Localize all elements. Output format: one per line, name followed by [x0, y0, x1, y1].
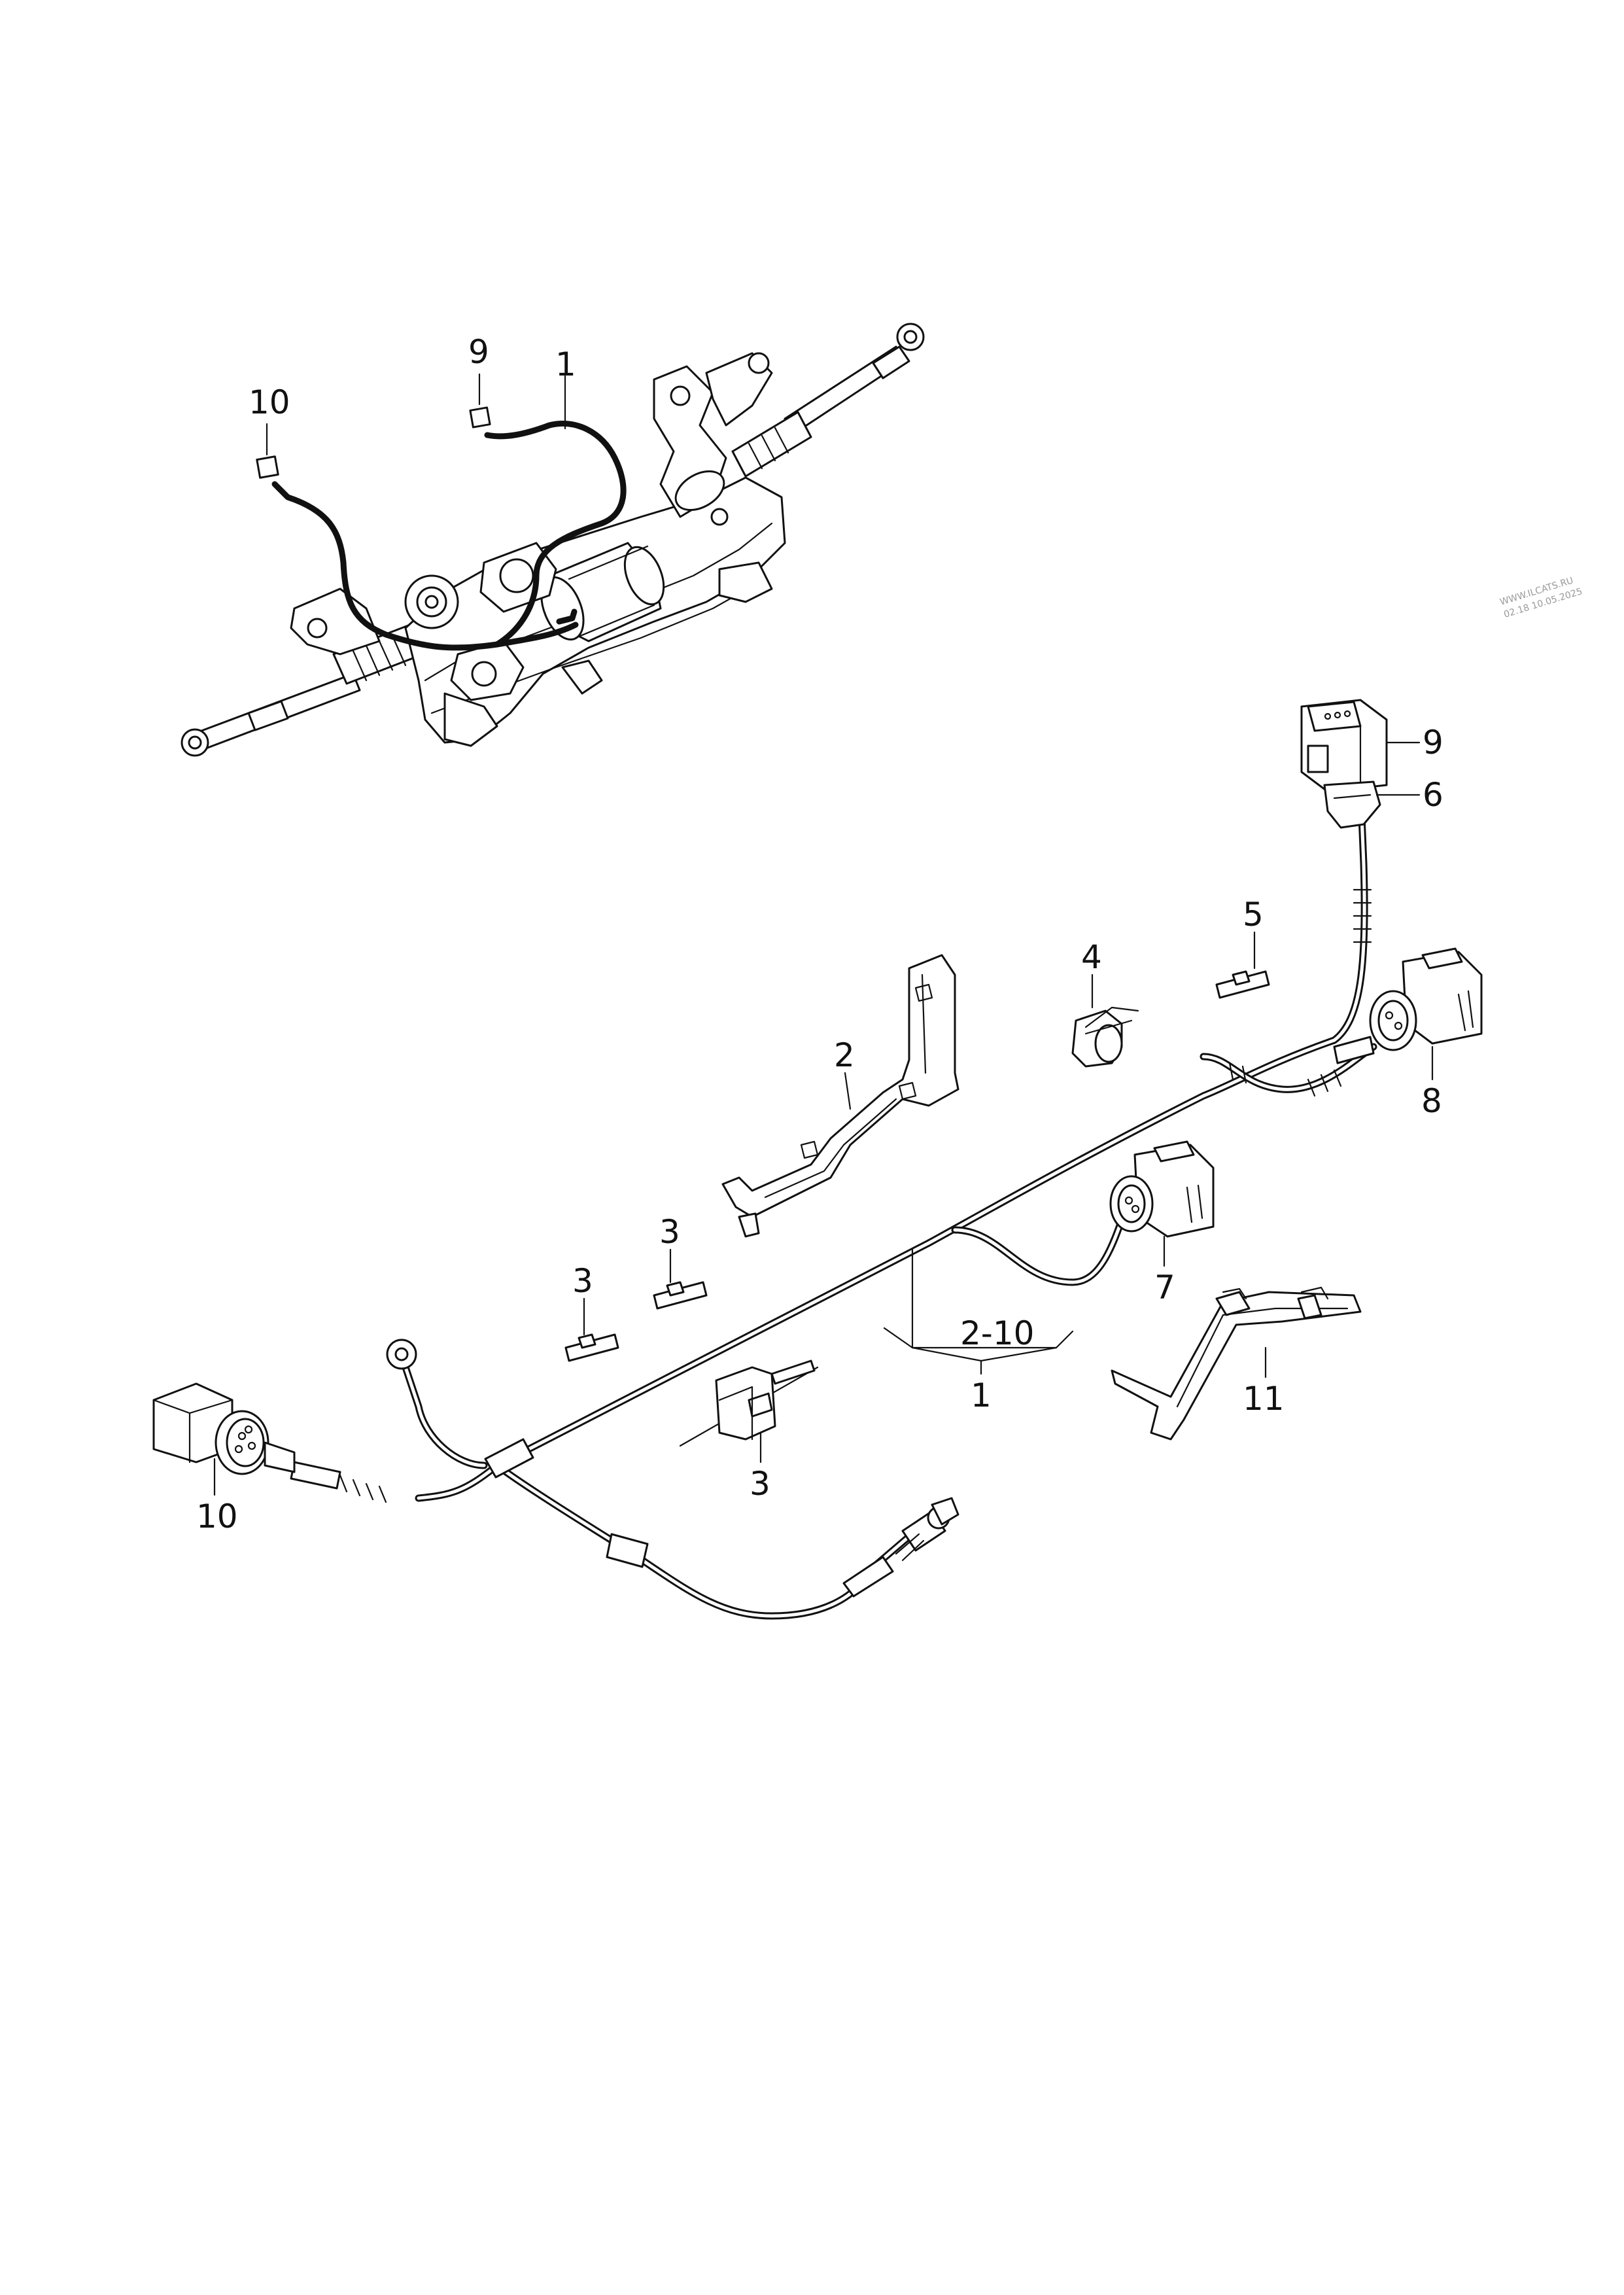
label-7: 7	[1154, 1269, 1175, 1306]
label-8: 8	[1421, 1082, 1442, 1120]
label-3b: 3	[659, 1213, 680, 1251]
label-top-10: 10	[249, 383, 290, 421]
rack-harness-wire	[271, 481, 579, 651]
boot-6	[1323, 780, 1421, 829]
bracket-2	[721, 954, 959, 1238]
label-3a: 3	[572, 1262, 593, 1300]
strap-3c	[679, 1359, 819, 1463]
watermark: WWW.ILCATS.RU 02.18 10.05.2025	[1498, 575, 1583, 620]
label-5: 5	[1243, 896, 1264, 934]
strap-5	[1215, 931, 1270, 999]
label-range: 2-10	[960, 1314, 1034, 1352]
ground-bolt	[895, 1497, 959, 1562]
connector-9	[1300, 699, 1421, 793]
label-top-9: 9	[468, 333, 489, 371]
strap-3b	[653, 1248, 708, 1310]
rack-motor	[479, 542, 665, 642]
bracket-11	[1111, 1286, 1362, 1441]
rack-connector-10	[256, 455, 279, 479]
wiring-harness	[290, 781, 1377, 1620]
label-6: 6	[1423, 776, 1443, 814]
label-top-1: 1	[555, 345, 576, 383]
label-3c: 3	[750, 1465, 770, 1503]
clip-4	[1071, 973, 1139, 1068]
label-9: 9	[1423, 724, 1443, 762]
right-tie-rod	[731, 323, 925, 478]
label-10: 10	[196, 1498, 238, 1535]
connector-7	[1109, 1140, 1215, 1267]
connector-8	[1369, 947, 1483, 1081]
strap-3a	[564, 1297, 619, 1362]
label-2: 2	[834, 1036, 855, 1074]
connector-10	[152, 1382, 296, 1496]
steering-rack-assembly	[181, 323, 925, 757]
rack-connector-9	[469, 406, 491, 429]
range-bracket	[883, 1327, 1074, 1375]
label-range-parent: 1	[971, 1376, 992, 1414]
label-11: 11	[1243, 1380, 1285, 1418]
column-mount	[653, 352, 773, 526]
label-4: 4	[1081, 938, 1102, 976]
